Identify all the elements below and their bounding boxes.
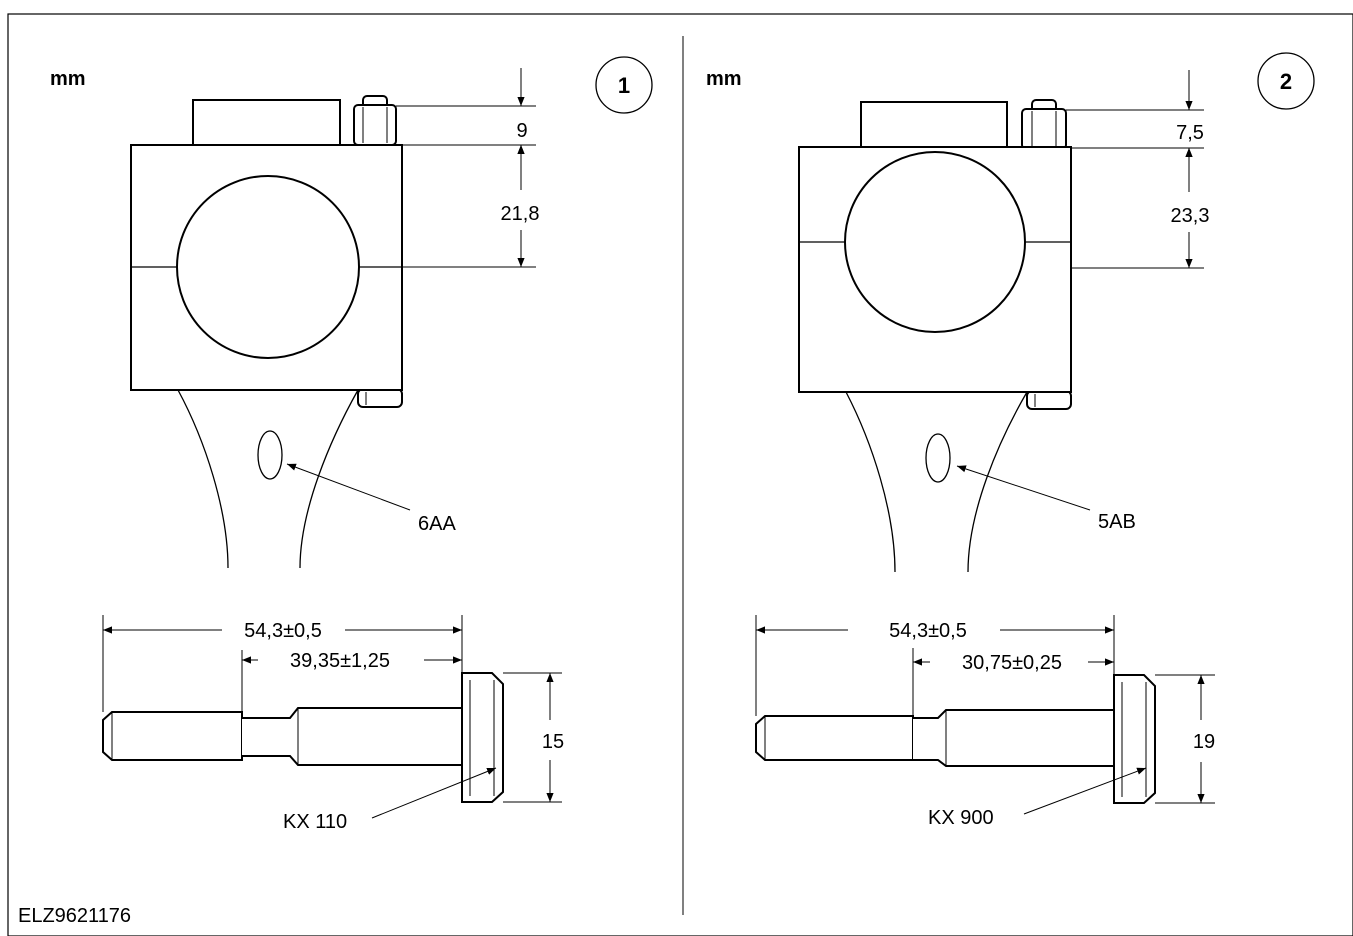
cap-bolt-top bbox=[1021, 99, 1067, 150]
dimension-shank-length: 39,35±1,25 bbox=[241, 650, 462, 712]
cap-bolt-bottom bbox=[357, 388, 403, 408]
bolt-label: KX 110 bbox=[283, 811, 347, 833]
dimension-head-height: 15 bbox=[503, 672, 564, 803]
rod-mark-leader bbox=[286, 463, 411, 511]
rod-marking-oval bbox=[257, 430, 283, 480]
dimension-overall-length: 54,3±0,5 bbox=[755, 615, 1115, 716]
shank-length-value: 39,35±1,25 bbox=[290, 650, 390, 672]
bolt-label-leader bbox=[1023, 767, 1147, 815]
dim-center-value: 21,8 bbox=[501, 203, 540, 225]
bolt-label: KX 900 bbox=[928, 807, 994, 829]
dimension-overall-length: 54,3±0,5 bbox=[102, 615, 463, 712]
crank-bore bbox=[844, 151, 1026, 333]
dimension-center: 23,3 bbox=[1071, 148, 1210, 269]
dim-center-value: 23,3 bbox=[1171, 205, 1210, 227]
panel-1: mm 1 bbox=[50, 56, 653, 833]
crank-bore bbox=[176, 175, 360, 359]
panel-number: 2 bbox=[1280, 69, 1292, 94]
bolt-head bbox=[461, 672, 504, 803]
bolt-shank bbox=[913, 709, 1115, 767]
bolt-thread bbox=[755, 715, 914, 761]
connecting-rod bbox=[130, 95, 403, 569]
bolt-shank bbox=[242, 707, 463, 766]
rod-mark-label: 6AA bbox=[418, 513, 456, 535]
dimension-top: 7,5 bbox=[1066, 70, 1204, 185]
connecting-rod bbox=[798, 99, 1072, 573]
dim-top-value: 9 bbox=[516, 120, 527, 142]
panel-number: 1 bbox=[618, 73, 630, 98]
figure-code: ELZ9621176 bbox=[18, 905, 131, 927]
panel-number-badge bbox=[595, 56, 653, 114]
cap-bolt bbox=[755, 674, 1156, 804]
bolt-label-leader bbox=[371, 767, 497, 819]
dimension-center: 21,8 bbox=[402, 145, 540, 268]
head-height-value: 19 bbox=[1193, 731, 1215, 753]
unit-label: mm bbox=[50, 68, 86, 90]
rod-mark-leader bbox=[956, 465, 1091, 511]
panel-2: mm 2 bbox=[706, 52, 1315, 829]
cap-bolt-top bbox=[353, 95, 397, 146]
unit-label: mm bbox=[706, 68, 742, 90]
overall-length-value: 54,3±0,5 bbox=[889, 620, 967, 642]
bearing-cap-top bbox=[860, 101, 1008, 148]
cap-bolt bbox=[102, 672, 504, 803]
dimension-shank-length: 30,75±0,25 bbox=[912, 648, 1114, 716]
rod-mark-label: 5AB bbox=[1098, 511, 1136, 533]
bolt-head bbox=[1113, 674, 1156, 804]
dimension-head-height: 19 bbox=[1155, 674, 1215, 804]
head-height-value: 15 bbox=[542, 731, 564, 753]
drawing-frame bbox=[7, 13, 1353, 936]
dim-top-value: 7,5 bbox=[1176, 122, 1204, 144]
shank-length-value: 30,75±0,25 bbox=[962, 652, 1062, 674]
cap-bolt-bottom bbox=[1026, 390, 1072, 410]
rod-marking-oval bbox=[925, 433, 951, 483]
panel-number-badge bbox=[1257, 52, 1315, 110]
bearing-cap-top bbox=[192, 99, 341, 146]
bolt-thread bbox=[102, 711, 243, 761]
dimension-top: 9 bbox=[396, 68, 536, 180]
overall-length-value: 54,3±0,5 bbox=[244, 620, 322, 642]
